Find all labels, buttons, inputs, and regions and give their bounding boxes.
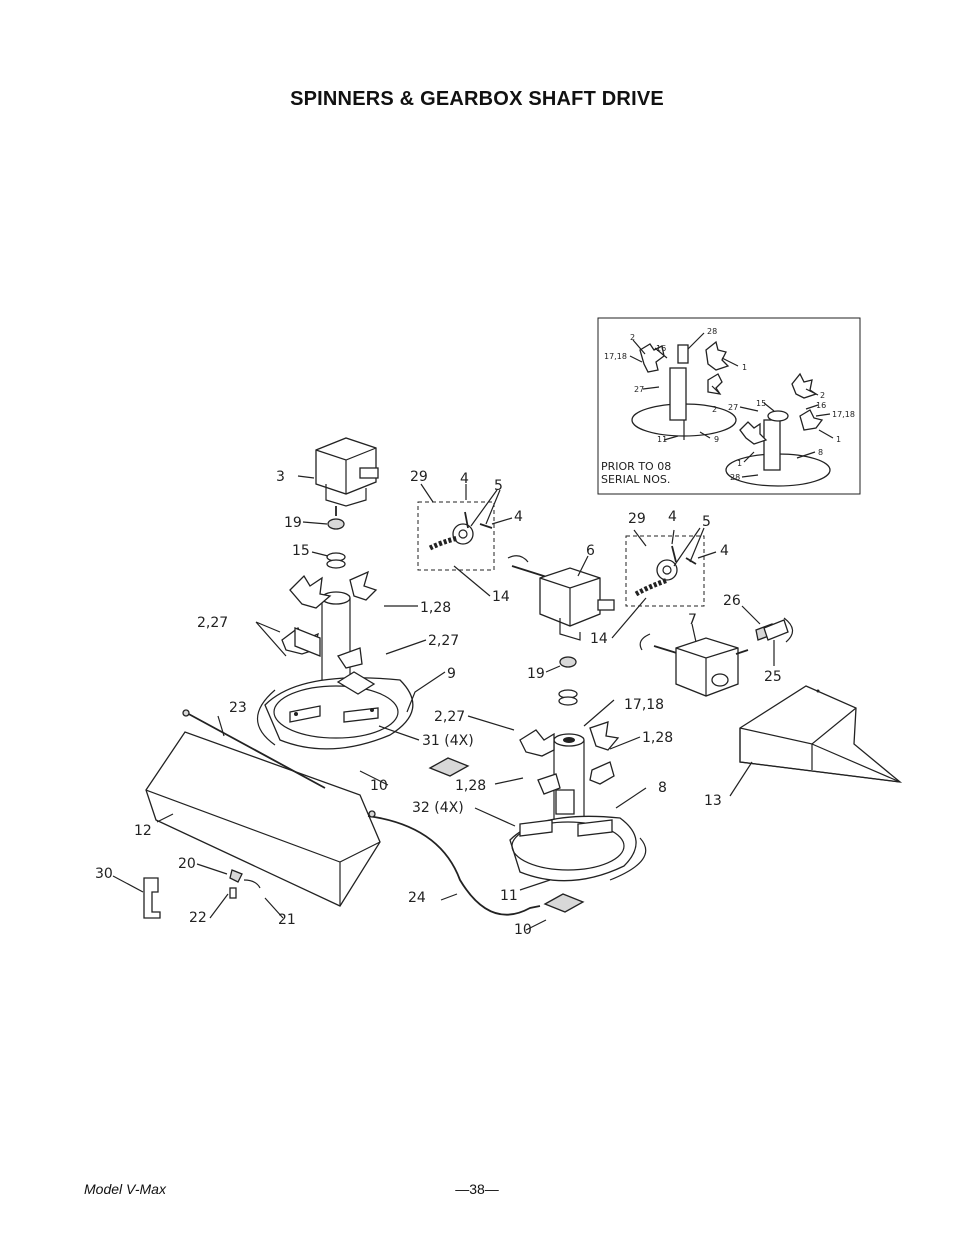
- inset-callout-16a: 16: [656, 344, 666, 353]
- callout-23: 23: [229, 700, 247, 716]
- callout-8: 8: [658, 780, 667, 796]
- callout-31-4x: 31 (4X): [422, 733, 474, 749]
- callout-14a: 14: [492, 589, 510, 605]
- callout-22: 22: [189, 910, 207, 926]
- callout-24: 24: [408, 890, 426, 906]
- callout-17-18: 17,18: [624, 697, 664, 713]
- callout-25: 25: [764, 669, 782, 685]
- inset-callout-2b: 2: [712, 405, 717, 414]
- callout-2-27b: 2,27: [428, 633, 459, 649]
- callout-10a: 10: [370, 778, 388, 794]
- callout-6: 6: [586, 543, 595, 559]
- inset-callout-27b: 27: [728, 403, 738, 412]
- inset-callout-17-18b: 17,18: [832, 410, 855, 419]
- inset-callout-8: 8: [818, 448, 823, 457]
- callout-11: 11: [500, 888, 518, 904]
- callout-19: 19: [284, 515, 302, 531]
- inset-callout-1a: 1: [742, 363, 747, 372]
- right-spinner-assembly: [467, 555, 647, 913]
- callout-21: 21: [278, 912, 296, 928]
- inset-callout-28: 28: [707, 327, 717, 336]
- callout-10b: 10: [514, 922, 532, 938]
- callout-4b: 4: [514, 509, 523, 525]
- inset-callout-2a: 2: [630, 333, 635, 342]
- inset-callout-17-18a: 17,18: [604, 352, 627, 361]
- footer-model-name: Model V-Max: [84, 1181, 166, 1197]
- callout-12: 12: [134, 823, 152, 839]
- callout-1-28c: 1,28: [455, 778, 486, 794]
- callout-26: 26: [723, 593, 741, 609]
- callout-5b: 5: [702, 514, 711, 530]
- callout-7: 7: [688, 612, 697, 628]
- inset-note-line1: PRIOR TO 08: [601, 460, 671, 473]
- callout-1-28a: 1,28: [420, 600, 451, 616]
- callout-4a: 4: [460, 471, 469, 487]
- inset-callout-9: 9: [714, 435, 719, 444]
- callout-3: 3: [276, 469, 285, 485]
- deflector-assembly: [112, 709, 547, 931]
- footer-page-number: —38—: [455, 1181, 499, 1197]
- callout-2-27c: 2,27: [434, 709, 465, 725]
- page-title: SPINNERS & GEARBOX SHAFT DRIVE: [290, 88, 664, 110]
- inset-callout-1c: 1: [737, 459, 742, 468]
- callout-19b: 19: [527, 666, 545, 682]
- inset-callout-11: 11: [657, 435, 667, 444]
- inset-callout-15: 15: [756, 399, 766, 408]
- callout-2-27a: 2,27: [197, 615, 228, 631]
- left-chain-assembly: [417, 483, 513, 597]
- inset-callout-28b: 28: [730, 473, 740, 482]
- inset-callout-1b: 1: [836, 435, 841, 444]
- callout-14b: 14: [590, 631, 608, 647]
- callout-15: 15: [292, 543, 310, 559]
- inset-callout-27a: 27: [634, 385, 644, 394]
- callout-9: 9: [447, 666, 456, 682]
- callout-29b: 29: [628, 511, 646, 527]
- callout-13: 13: [704, 793, 722, 809]
- inset-note-line2: SERIAL NOS.: [601, 473, 670, 486]
- gearbox-7-assembly: [639, 605, 794, 697]
- callout-5a: 5: [494, 478, 503, 494]
- left-spinner-assembly: [255, 437, 446, 750]
- callout-32-4x: 32 (4X): [412, 800, 464, 816]
- right-chain-assembly: [611, 527, 717, 639]
- callout-1-28b: 1,28: [642, 730, 673, 746]
- callout-30: 30: [95, 866, 113, 882]
- callout-20: 20: [178, 856, 196, 872]
- callout-4c: 4: [668, 509, 677, 525]
- inset-prior-design: 2 28 16 17,18 1 27 2 2 27 15 16 17,18 1 …: [597, 317, 861, 495]
- inset-callout-16b: 16: [816, 401, 826, 410]
- callout-29a: 29: [410, 469, 428, 485]
- inset-callout-2c: 2: [820, 391, 825, 400]
- callout-4d: 4: [720, 543, 729, 559]
- housing-13: [729, 685, 903, 797]
